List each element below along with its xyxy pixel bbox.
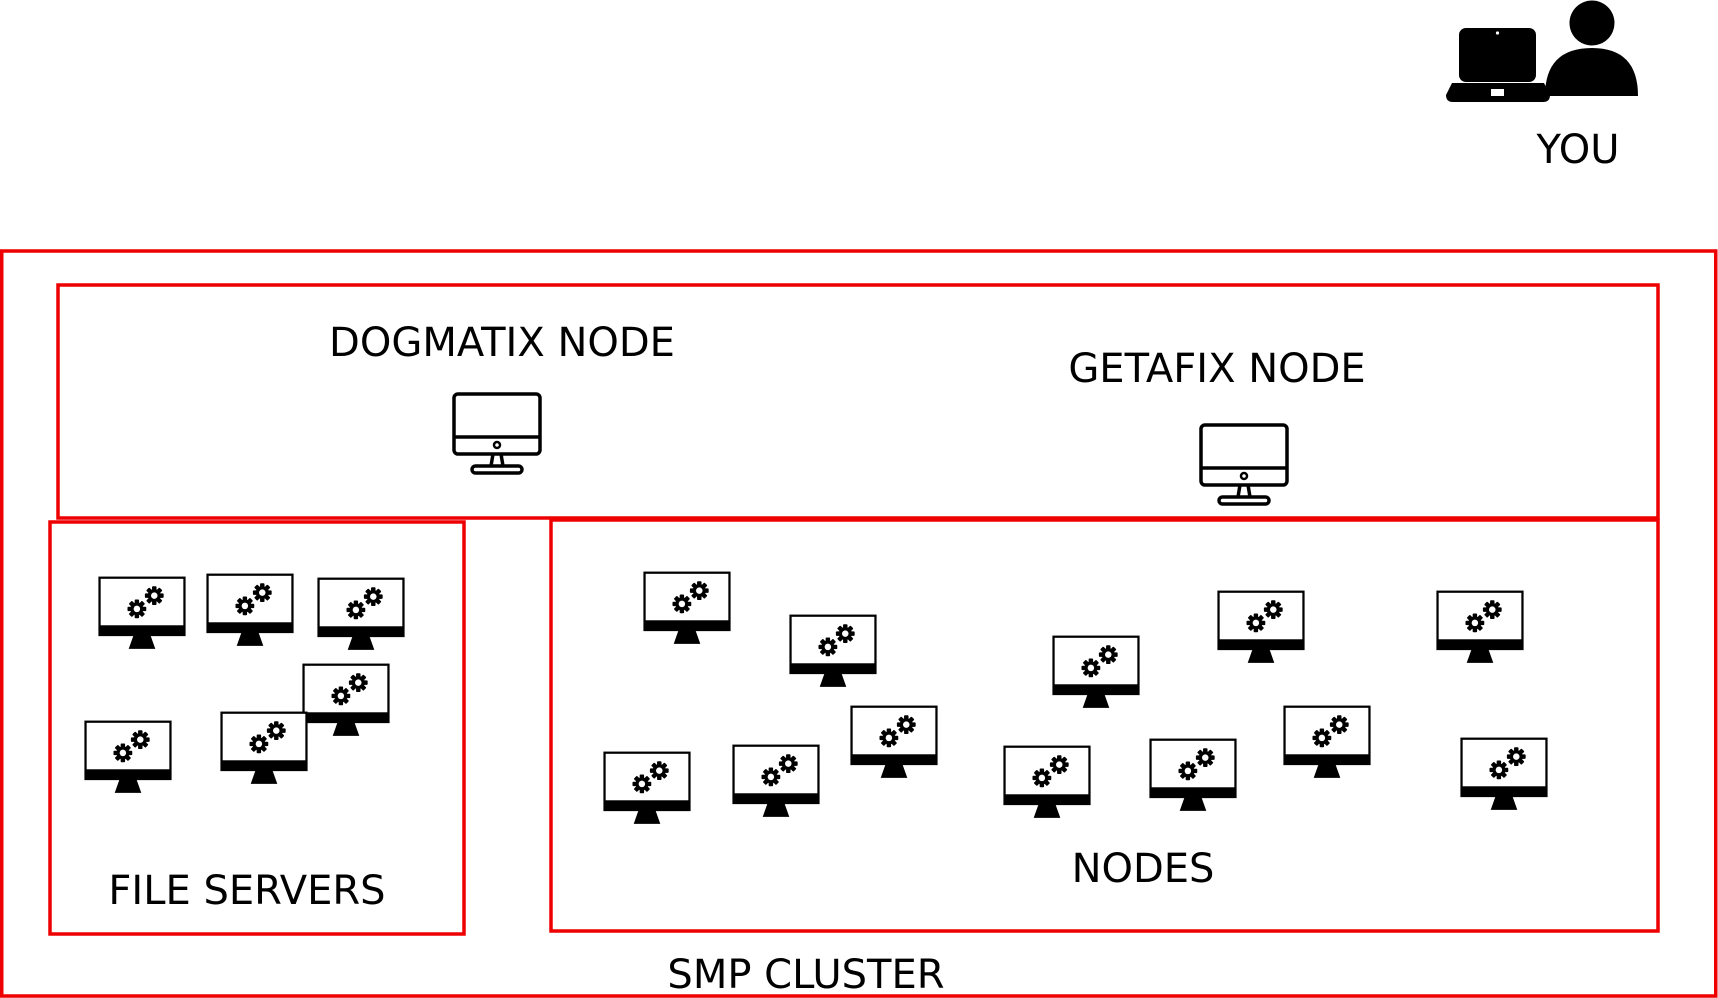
file-server-icon [208,575,293,646]
compute-node-icon [1219,592,1304,663]
compute-node-icon [1285,707,1370,778]
compute-node-icon [791,616,876,687]
compute-node-icon [1438,592,1523,663]
compute-node-icon [1462,739,1547,810]
nodes-label: NODES [1072,846,1215,892]
file-server-icon [222,713,307,784]
compute-node-icon [605,753,690,824]
dogmatix-node-label: DOGMATIX NODE [329,320,675,366]
user-group: YOU [1446,0,1638,173]
compute-node-icon [852,707,937,778]
smp-cluster-boundary [0,249,1718,998]
nodes-boundary [549,518,1660,933]
compute-node-icon [645,573,730,644]
user-icon [1545,0,1638,96]
dogmatix-desktop-icon [452,392,542,475]
file-server-icon [100,578,185,649]
compute-node-icon [734,746,819,817]
compute-node-icon [1054,637,1139,708]
login-nodes-boundary [56,283,1660,520]
file-servers-boundary [48,520,466,936]
laptop-icon [1446,28,1550,102]
getafix-node-label: GETAFIX NODE [1068,346,1365,392]
user-label: YOU [1535,127,1619,173]
smp-cluster-label: SMP CLUSTER [667,952,944,998]
file-server-icon [319,579,404,650]
file-servers-label: FILE SERVERS [108,868,385,914]
getafix-desktop-icon [1199,423,1289,506]
file-server-icon [86,722,171,793]
compute-node-icon [1151,740,1236,811]
compute-node-icon [1005,747,1090,818]
file-server-icon [304,665,389,736]
